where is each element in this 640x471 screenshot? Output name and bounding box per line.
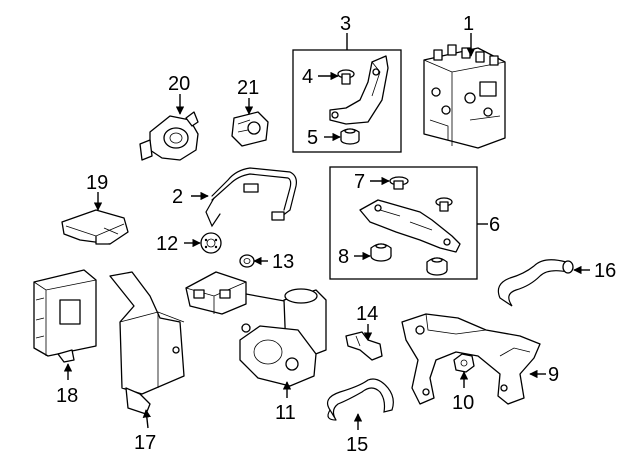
group-box-6 [329,166,478,280]
part-17-module-bracket[interactable] [109,271,185,415]
part-13-washer[interactable] [239,254,255,268]
callout-21: 21 [237,77,259,99]
part-12-bushing[interactable] [200,232,222,254]
callout-1: 1 [463,13,474,35]
callout-12: 12 [156,233,178,255]
part-15-hose[interactable] [327,378,394,421]
callout-3: 3 [340,13,351,35]
part-20-sensor[interactable] [139,111,199,161]
callout-20: 20 [168,73,190,95]
part-2-sensor-harness[interactable] [205,167,297,228]
part-6-bracket[interactable] [359,199,461,253]
callout-15: 15 [346,434,368,456]
part-18-ecu[interactable] [33,269,97,363]
callout-16: 16 [594,260,616,282]
part-11-pump-motor[interactable] [185,271,327,387]
callout-14: 14 [356,303,378,325]
part-6-bolt-secondary [435,197,453,212]
callout-9: 9 [548,364,559,386]
part-3-bracket[interactable] [329,55,389,125]
callout-11: 11 [275,402,296,424]
part-1-abs-modulator[interactable] [423,44,506,149]
callout-5: 5 [307,127,318,149]
callout-2: 2 [172,186,183,208]
leader-lines [63,33,590,430]
part-6-grommet-secondary [426,257,448,276]
part-5-grommet[interactable] [340,128,360,145]
callout-19: 19 [86,172,108,194]
part-7-bolt[interactable] [389,176,409,190]
part-8-grommet[interactable] [370,243,392,262]
part-19-control-module[interactable] [61,209,129,245]
part-14-clip[interactable] [345,331,383,361]
callout-6: 6 [489,214,500,236]
callout-18: 18 [56,385,78,407]
callout-17: 17 [134,432,156,454]
callout-7: 7 [354,171,365,193]
part-4-bolt[interactable] [337,69,355,85]
callout-13: 13 [272,251,294,273]
part-9-frame-bracket[interactable] [401,313,541,405]
part-10-nut[interactable] [453,353,475,373]
callout-10: 10 [452,392,474,414]
part-16-hose[interactable] [497,259,574,307]
callout-8: 8 [338,246,349,268]
part-21-connector[interactable] [231,111,269,147]
callout-labels: 1 2 3 4 5 6 7 8 9 10 11 12 13 14 15 16 1… [56,13,616,456]
callout-4: 4 [302,66,313,88]
